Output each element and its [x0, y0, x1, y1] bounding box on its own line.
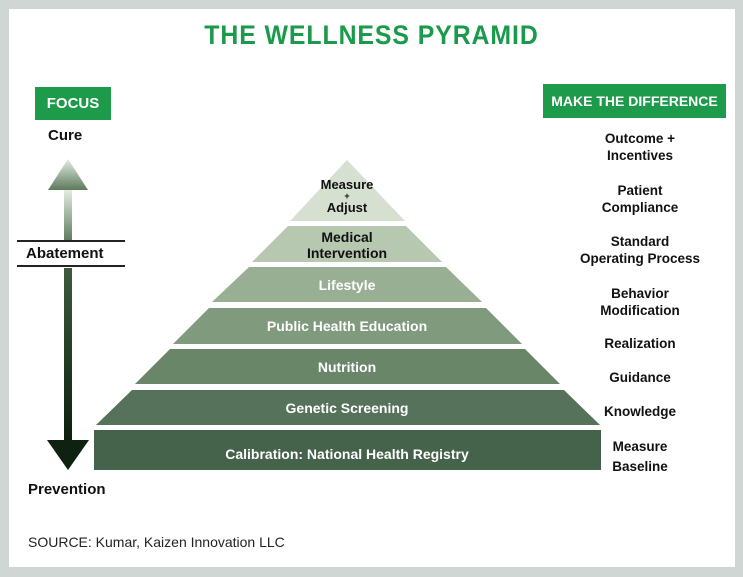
tier-3-shape — [212, 267, 482, 302]
difference-item: Patient Compliance — [601, 183, 679, 215]
tier-1-shape — [290, 160, 405, 221]
up-arrow-icon — [48, 159, 88, 241]
pyramid — [94, 160, 601, 470]
tier-7-label: Calibration: National Health Registry — [225, 446, 469, 462]
tier-5-shape — [135, 349, 560, 384]
page-title: THE WELLNESS PYRAMID — [204, 20, 539, 50]
difference-item: Measure Baseline — [612, 439, 668, 474]
tier-6-label: Genetic Screening — [285, 400, 409, 416]
tier-4-label: Public Health Education — [266, 318, 428, 334]
source-note: SOURCE: Kumar, Kaizen Innovation LLC — [28, 534, 285, 550]
tier-4-shape — [173, 308, 522, 344]
difference-item: Guidance — [609, 370, 671, 385]
difference-item: Realization — [604, 336, 676, 351]
tier-3-label: Lifestyle — [318, 277, 376, 293]
tier-1-line1: Measure — [320, 177, 374, 192]
difference-item: Behavior Modification — [600, 286, 680, 318]
tier-1-plus: + — [344, 191, 350, 201]
focus-abatement-label: Abatement — [26, 245, 104, 262]
difference-item: Knowledge — [603, 404, 676, 419]
tier-1-label: Measure + Adjust — [94, 178, 600, 215]
tier-6-shape — [96, 390, 600, 425]
tier-5-label: Nutrition — [317, 359, 377, 375]
focus-cure-label: Cure — [48, 127, 83, 144]
focus-prevention-label: Prevention — [28, 481, 106, 498]
down-arrow-icon — [47, 268, 89, 470]
difference-item: Outcome + Incentives — [604, 131, 676, 163]
tier-2-shape — [252, 226, 442, 262]
tier-7-shape — [94, 430, 601, 470]
focus-header: FOCUS — [35, 87, 111, 120]
difference-item: Standard Operating Process — [579, 234, 701, 266]
tier-1-line2: Adjust — [326, 200, 368, 215]
difference-header: MAKE THE DIFFERENCE — [543, 84, 726, 118]
tier-2-label: Medical Intervention — [306, 229, 388, 261]
